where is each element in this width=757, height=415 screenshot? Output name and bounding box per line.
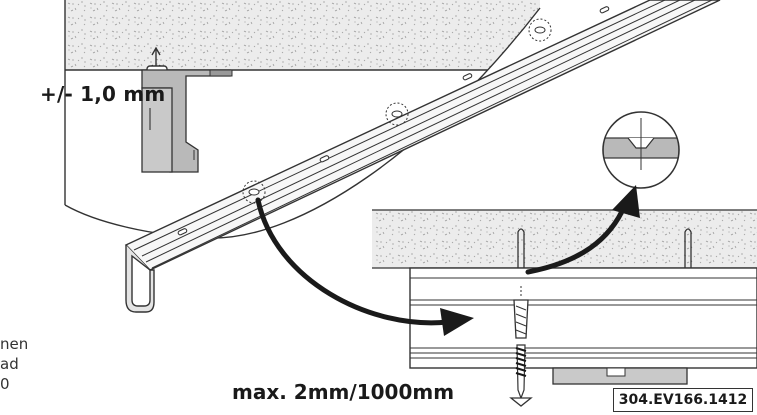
screw-icon: [242, 18, 552, 204]
drawing-code-label: 304.EV166.1412: [613, 388, 753, 412]
cropped-text-line-1: nen: [0, 335, 29, 353]
cropped-text-line-2: ad: [0, 355, 19, 373]
wall-plug-icon: [513, 286, 529, 339]
curved-arrow-icon: [525, 185, 640, 275]
ceiling-section-detail: [65, 0, 540, 70]
detail-bubble-top: [64, 0, 541, 239]
rail-end-profile: [125, 245, 155, 313]
cropped-text-line-3: 0: [0, 375, 10, 393]
ceiling-rail: [124, 0, 721, 313]
ceiling-section: [372, 210, 757, 268]
rail-profile-section: [141, 69, 233, 173]
screw-icon: [509, 344, 533, 407]
tolerance-label: +/- 1,0 mm: [40, 82, 166, 106]
max-deviation-label: max. 2mm/1000mm: [232, 380, 455, 404]
zoom-detail-circle: [602, 111, 680, 189]
curved-arrow-icon: [255, 197, 474, 336]
installation-detail: [372, 209, 757, 407]
